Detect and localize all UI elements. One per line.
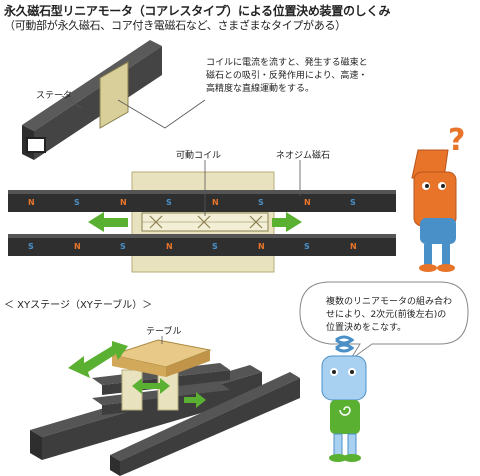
top-magnet-6: N <box>304 198 311 207</box>
svg-text:?: ? <box>448 123 465 158</box>
page-title: 永久磁石型リニアモータ（コアレスタイプ）による位置決め装置のしくみ <box>4 4 391 18</box>
xy-stage <box>30 339 300 476</box>
label-xy-stage: ＜ XYステージ（XYテーブル）＞ <box>4 300 153 311</box>
top-magnet-3: S <box>166 198 172 207</box>
top-magnet-7: S <box>350 198 356 207</box>
move-left-arrow <box>88 212 128 232</box>
bottom-magnet-4: S <box>212 242 218 251</box>
blue-mascot <box>321 335 367 462</box>
top-magnet-2: N <box>120 198 127 207</box>
xy-arrow-diag <box>68 341 128 378</box>
bottom-magnet-0: S <box>28 242 34 251</box>
xy-arrow-right <box>184 392 206 408</box>
description-text: コイルに電流を流すと、発生する磁束と磁石との吸引・反発作用により、高速・高精度な… <box>206 58 368 94</box>
speech-bubble <box>299 281 469 361</box>
label-stator: ステータ <box>36 91 73 101</box>
top-magnet-4: N <box>212 198 219 207</box>
label-table: テーブル <box>146 327 182 337</box>
label-neodymium-magnet: ネオジム磁石 <box>276 151 331 161</box>
coil-plate <box>99 61 129 129</box>
leader-line-stator <box>61 95 83 109</box>
xy-arrow-horiz <box>132 378 170 394</box>
bottom-magnet-7: N <box>350 242 357 251</box>
top-magnet-1: S <box>74 198 80 207</box>
page-subtitle: （可動部が永久磁石、コア付き電磁石など、さまざまなタイプがある） <box>4 19 346 32</box>
bottom-magnet-1: N <box>74 242 81 251</box>
bottom-magnet-3: N <box>166 242 173 251</box>
bottom-magnet-5: N <box>258 242 265 251</box>
bottom-magnet-2: S <box>120 242 126 251</box>
bottom-magnet-6: S <box>304 242 310 251</box>
orange-mascot: ? <box>411 123 465 272</box>
leader-line-desc <box>117 99 206 129</box>
speech-bubble-text: 複数のリニアモータの組み合わせにより、2次元(前後左右)の位置決めをこなす。 <box>326 297 453 333</box>
top-magnet-5: S <box>258 198 264 207</box>
top-magnet-0: N <box>28 198 35 207</box>
label-moving-coil: 可動コイル <box>176 151 222 161</box>
move-right-arrow <box>272 212 302 232</box>
